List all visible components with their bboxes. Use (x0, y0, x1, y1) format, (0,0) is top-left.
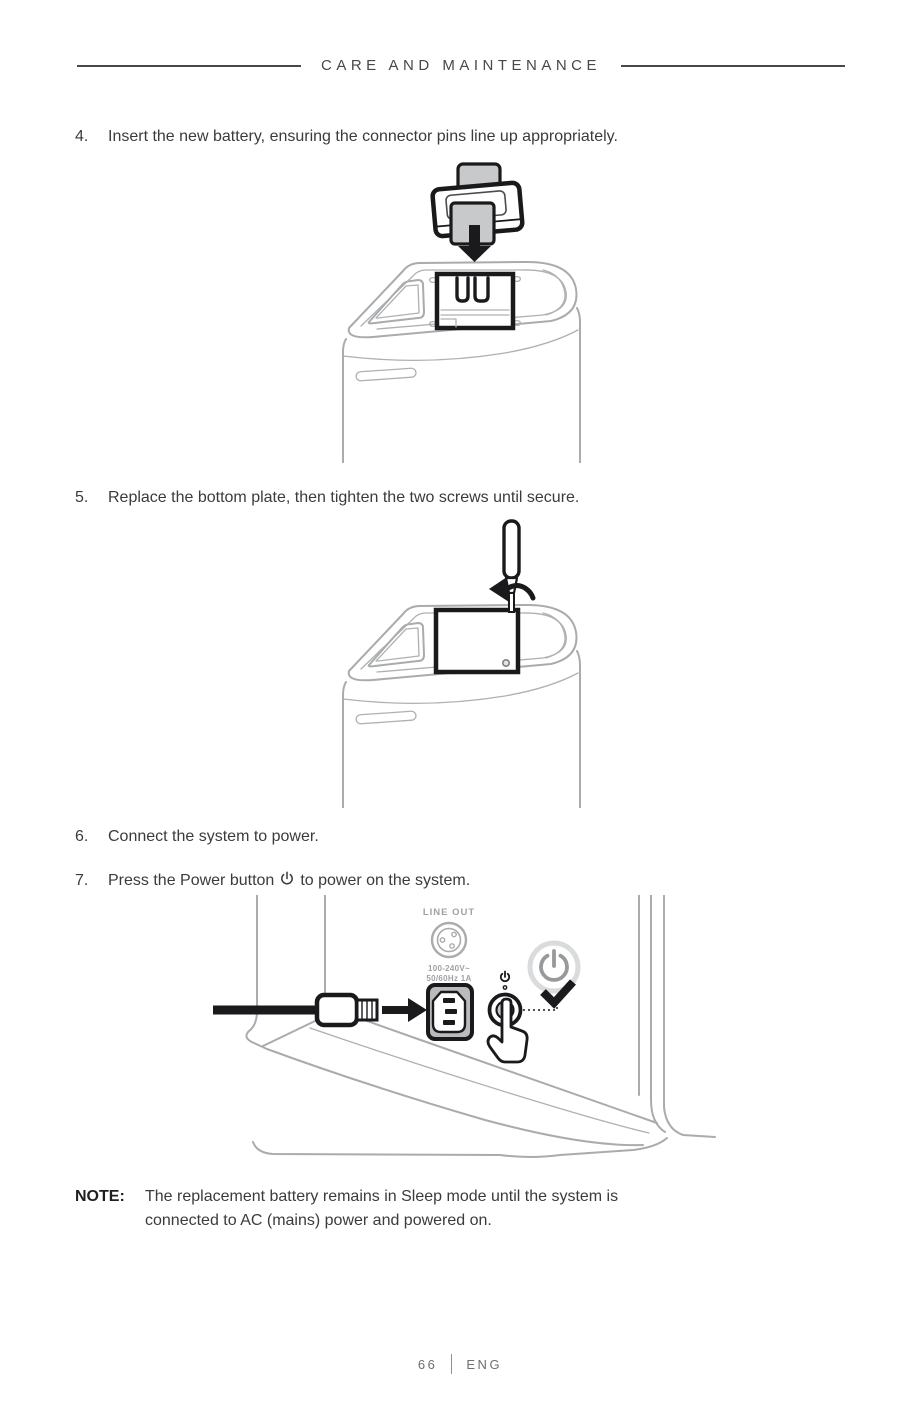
speaker-lineart (342, 603, 581, 808)
note-block: NOTE: The replacement battery remains in… (75, 1185, 618, 1233)
checkmark-icon (540, 979, 576, 1009)
ac-inlet (426, 983, 474, 1041)
footer-page-number: 66 (417, 1356, 438, 1372)
step-text: Replace the bottom plate, then tighten t… (108, 489, 580, 506)
rotation-arrow-icon (489, 577, 536, 602)
note-text: The replacement battery remains in Sleep… (145, 1185, 618, 1233)
battery-compartment (434, 271, 516, 331)
step-number: 7. (75, 872, 89, 889)
footer-divider (451, 1354, 453, 1374)
note-line-2: connected to AC (mains) power and powere… (145, 1212, 492, 1229)
step-text: Insert the new battery, ensuring the con… (108, 128, 618, 145)
page-footer: 66 ENG (0, 1354, 920, 1374)
power-plug (314, 992, 360, 1028)
power-symbol-large-icon (527, 940, 581, 994)
step-5: 5. Replace the bottom plate, then tighte… (75, 487, 815, 508)
rear-panel-lineart (245, 895, 716, 1158)
page-title: CARE AND MAINTENANCE (320, 57, 602, 74)
illustration-power-connect: LINE OUT 100-240V~ 50/60Hz 1A (213, 895, 716, 1158)
step-number: 5. (75, 489, 89, 506)
step-text: Press the Power button to power on the sy… (108, 870, 470, 891)
bottom-plate (433, 607, 521, 675)
arrow-right-icon (382, 998, 427, 1022)
power-symbol-small-icon (499, 970, 511, 990)
step-number: 4. (75, 128, 89, 145)
battery-pack (430, 162, 525, 262)
down-arrow-icon (458, 225, 491, 262)
step-4: 4. Insert the new battery, ensuring the … (75, 126, 815, 147)
power-cable (213, 992, 379, 1028)
voltage-label-line1: 100-240V~ (428, 964, 470, 973)
footer-language: ENG (466, 1356, 503, 1372)
illustration-tighten-screws (342, 519, 581, 808)
illustration-battery-insert (342, 162, 581, 463)
voltage-label-line2: 50/60Hz 1A (426, 974, 471, 983)
page-header: CARE AND MAINTENANCE (77, 57, 845, 74)
header-rule-right (621, 64, 845, 67)
line-out-label: LINE OUT (423, 907, 475, 918)
step-text-after: to power on the system. (300, 872, 471, 889)
step-7: 7. Press the Power button to power on the… (75, 870, 815, 891)
step-6: 6. Connect the system to power. (75, 826, 815, 847)
header-rule-left (77, 64, 301, 67)
step-text: Connect the system to power. (108, 828, 319, 845)
power-icon (281, 871, 294, 885)
note-label: NOTE: (75, 1188, 125, 1205)
step-text-before: Press the Power button (108, 872, 275, 889)
step-number: 6. (75, 828, 89, 845)
hand-icon (486, 997, 529, 1064)
note-line-1: The replacement battery remains in Sleep… (145, 1188, 619, 1205)
line-out-connector (430, 921, 468, 959)
speaker-lineart (342, 260, 581, 463)
